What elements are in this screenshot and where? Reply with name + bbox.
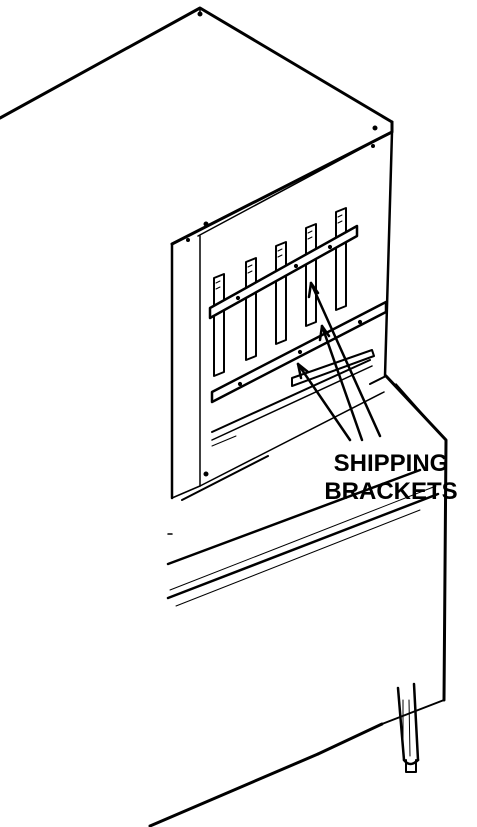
shipping-brackets-callout: SHIPPING BRACKETS [316,450,466,506]
evaporator-slots [213,207,347,377]
callout-arrows [296,281,382,442]
callout-line-2: BRACKETS [324,478,458,505]
cabinet-head [0,6,394,500]
slot-3 [275,241,287,345]
cabinet-leg [396,682,420,773]
slot-4 [305,223,317,327]
shipping-bracket-middle [210,300,388,404]
slot-2 [245,257,257,361]
panel-seams [181,359,373,501]
storage-bin [148,374,448,827]
shipping-bracket-upper [208,224,359,320]
callout-line-1: SHIPPING [333,450,449,477]
slot-1 [213,273,225,377]
slot-5 [335,207,347,311]
